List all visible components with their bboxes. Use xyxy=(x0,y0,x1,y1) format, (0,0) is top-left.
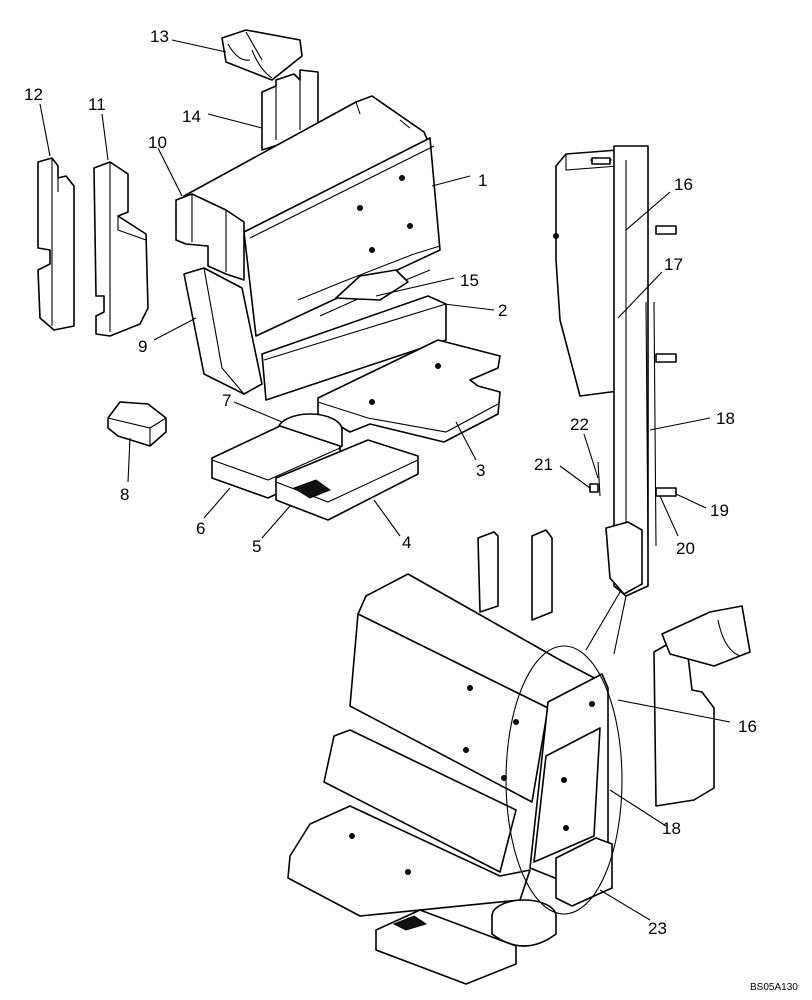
callout-22: 22 xyxy=(570,415,589,434)
callout-14: 14 xyxy=(182,107,201,126)
leader-lines xyxy=(39,39,731,921)
drawing-code: BS05A130 xyxy=(750,982,798,993)
callout-19: 19 xyxy=(710,501,729,520)
callout-12: 12 xyxy=(24,85,43,104)
part-12-side-panel xyxy=(37,157,75,331)
callout-2: 2 xyxy=(498,301,507,320)
part-19-bolts xyxy=(655,225,677,497)
callout-11: 11 xyxy=(88,95,106,114)
callout-20: 20 xyxy=(676,539,695,558)
part-2-seat-cushion xyxy=(261,295,447,401)
callout-5: 5 xyxy=(252,537,261,556)
part-17-rail xyxy=(605,145,649,597)
callout-7: 7 xyxy=(222,391,231,410)
callout-8: 8 xyxy=(120,485,129,504)
part-10-corner-bracket xyxy=(175,193,245,281)
lower-assembly xyxy=(287,529,751,985)
part-9-front-pad xyxy=(183,267,263,395)
part-16-side-cover xyxy=(553,149,627,397)
callout-18-upper: 18 xyxy=(716,409,735,428)
callout-13: 13 xyxy=(150,27,169,46)
part-6-left-slab xyxy=(211,425,341,499)
callout-1: 1 xyxy=(478,171,487,190)
callout-16-lower: 16 xyxy=(738,717,757,736)
callout-3: 3 xyxy=(476,461,485,480)
callout-15: 15 xyxy=(460,271,479,290)
callout-23: 23 xyxy=(648,919,667,938)
callout-6: 6 xyxy=(196,519,205,538)
part-18-strip xyxy=(645,301,657,547)
part-3-base-platform xyxy=(317,339,501,443)
part-1-main-cover xyxy=(183,95,441,337)
callout-10: 10 xyxy=(148,133,167,152)
callout-4: 4 xyxy=(402,533,411,552)
callout-labels: 1 2 3 4 5 6 7 8 9 10 11 12 13 14 15 16 1… xyxy=(24,27,798,993)
callout-9: 9 xyxy=(138,337,147,356)
part-8-small-block xyxy=(107,401,167,447)
part-13-wedge xyxy=(221,29,303,81)
callout-18-lower: 18 xyxy=(662,819,681,838)
part-11-side-panel xyxy=(93,161,149,337)
callout-16-upper: 16 xyxy=(674,175,693,194)
callout-21: 21 xyxy=(534,455,553,474)
part-4-right-slab xyxy=(275,439,419,521)
callout-17: 17 xyxy=(664,255,683,274)
